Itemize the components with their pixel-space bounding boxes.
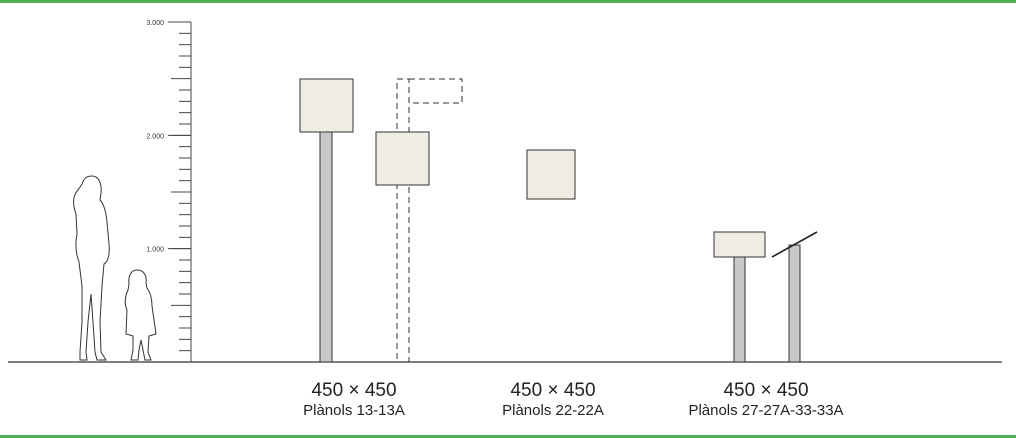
size-label-1: 450 × 450 bbox=[311, 380, 397, 401]
dashed-flag-panel bbox=[408, 78, 463, 104]
adult-silhouette-icon bbox=[73, 175, 110, 361]
height-scale bbox=[171, 21, 192, 362]
plan-label-3: Plànols 27-27A-33-33A bbox=[688, 402, 844, 419]
scale-tick-label: 2.000 bbox=[146, 133, 164, 140]
post-4 bbox=[788, 244, 801, 363]
sign-panel-3 bbox=[526, 149, 576, 200]
size-label-3: 450 × 450 bbox=[723, 380, 809, 401]
scale-tick-label: 1.000 bbox=[146, 247, 164, 254]
plan-label-2: Plànols 22-22A bbox=[502, 402, 604, 419]
bottom-accent-bar bbox=[0, 435, 1016, 438]
caption-group-3: 450 × 450 Plànols 27-27A-33-33A bbox=[656, 380, 876, 420]
scale-tick-labels: 3.000 2.000 1.000 bbox=[146, 20, 191, 254]
sign-panel-4 bbox=[713, 231, 766, 258]
sign-panel-2 bbox=[375, 131, 430, 186]
caption-group-1: 450 × 450 Plànols 13-13A bbox=[264, 380, 444, 420]
scale-tick-label: 3.000 bbox=[146, 20, 164, 27]
size-label-2: 450 × 450 bbox=[510, 380, 596, 401]
sign-panel-1 bbox=[299, 78, 354, 133]
top-accent-bar bbox=[0, 0, 1016, 3]
post-3 bbox=[733, 256, 746, 363]
plan-label-1: Plànols 13-13A bbox=[303, 402, 405, 419]
child-silhouette-icon bbox=[124, 269, 157, 361]
dashed-post bbox=[396, 78, 410, 363]
slanted-lectern-top bbox=[771, 231, 818, 258]
post-1 bbox=[319, 130, 333, 363]
caption-group-2: 450 × 450 Plànols 22-22A bbox=[463, 380, 643, 420]
